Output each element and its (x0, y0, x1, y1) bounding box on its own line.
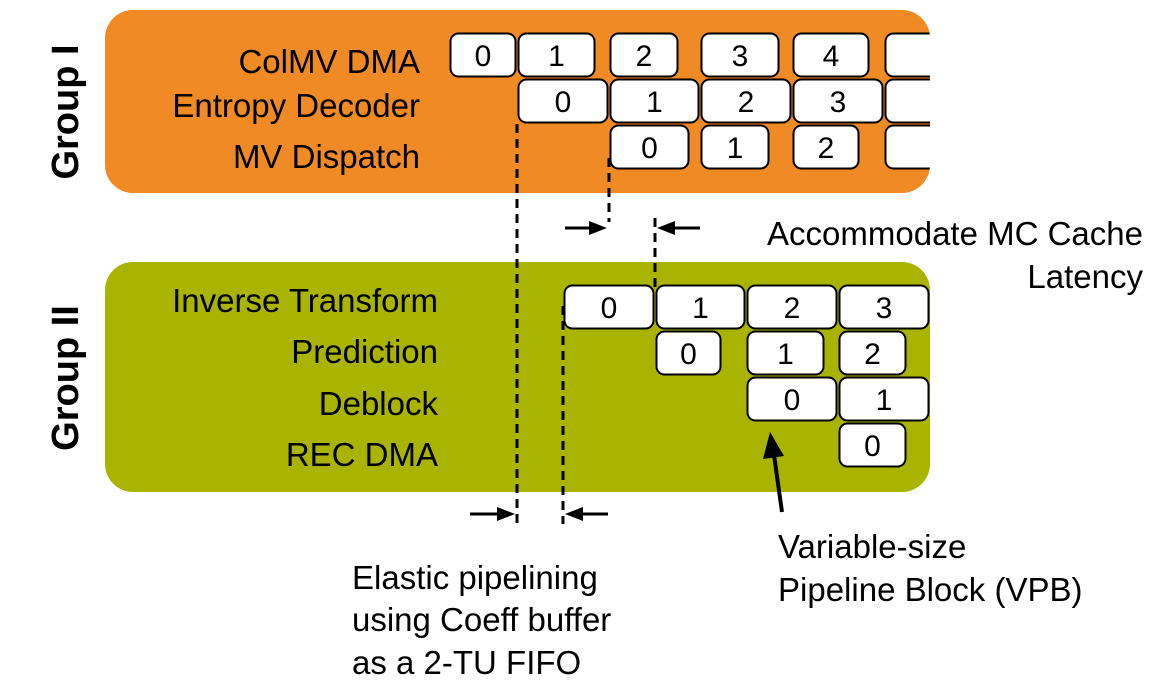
group1-stage2-block1-label: 1 (727, 132, 744, 165)
group2-stage0-block3-label: 3 (876, 292, 893, 325)
elastic-arrow-right-head (565, 507, 583, 521)
group1-blocks: 0 1 2 3 4 0 1 2 3 0 1 2 (449, 32, 930, 170)
group1-label: Group I (45, 44, 87, 179)
group1-stage0-block3 (700, 32, 780, 78)
group1-stage0-block0 (449, 32, 517, 78)
stage-label-deblock: Deblock (319, 385, 439, 422)
group2-stage2-block1-label: 1 (876, 384, 893, 417)
group2-stage0-block2-label: 2 (784, 292, 801, 325)
group2-stage3-block0-label: 0 (864, 430, 881, 463)
group2-stage2-block0 (746, 376, 838, 422)
group1-stage2-block3 (884, 124, 930, 170)
mc-cache-annotation-line1: Accommodate MC Cache (767, 215, 1143, 252)
group1-stage0-block0-label: 0 (475, 40, 492, 73)
elastic-arrow-left-head (497, 507, 515, 521)
group2-stage1-block2-label: 2 (864, 338, 881, 371)
group2-stage0-block0-label: 0 (601, 292, 618, 325)
stage-label-entropy-decoder: Entropy Decoder (172, 87, 420, 124)
group2-stage1-block0 (655, 330, 722, 376)
group1-stage2-block0 (609, 124, 690, 170)
group1-stage1-block3 (792, 78, 884, 124)
group1-stage1-block2-label: 2 (738, 86, 755, 119)
group2-stage3-block0 (838, 422, 907, 468)
stage-label-rec-dma: REC DMA (286, 436, 438, 473)
group2-stage1-block2 (838, 330, 907, 376)
group1-stage1-block4 (884, 78, 930, 124)
group1-stage1-block0 (517, 78, 609, 124)
elastic-annotation-line3: as a 2-TU FIFO (352, 644, 581, 681)
group2-stage0-block2 (746, 284, 838, 330)
group1-stage2-block2 (792, 124, 860, 170)
stage-label-inverse-transform: Inverse Transform (172, 282, 438, 319)
group1-stage1-block1 (609, 78, 700, 124)
group1-stage0-block1-label: 1 (548, 40, 565, 73)
mc-cache-annotation-line2: Latency (1027, 258, 1143, 295)
group1-stage0-block1 (517, 32, 596, 78)
group2-label: Group II (45, 305, 87, 451)
group2-stage2-block1 (838, 376, 930, 422)
group2-stage1-block1-label: 1 (777, 338, 794, 371)
group1-stage0-block3-label: 3 (732, 40, 749, 73)
group1-stage1-block0-label: 0 (555, 86, 572, 119)
group2-stage0-block1 (655, 284, 746, 330)
group2-stage1-block1 (746, 330, 825, 376)
group1-stage0-block4-label: 4 (823, 40, 840, 73)
vpb-annotation-line2: Pipeline Block (VPB) (778, 571, 1082, 608)
group1-stage0-block2 (609, 32, 679, 78)
vpb-arrow-shaft (772, 454, 784, 513)
group1-stage1-block1-label: 1 (646, 86, 663, 119)
stage-label-prediction: Prediction (291, 333, 438, 370)
group1-stage0-block5 (884, 32, 930, 78)
mc-arrow-right-head (657, 221, 675, 235)
group1-stage1-block3-label: 3 (830, 86, 847, 119)
group1-stage2-block0-label: 0 (641, 132, 658, 165)
group2-stage0-block3 (838, 284, 930, 330)
vpb-annotation-line1: Variable-size (778, 528, 966, 565)
group1-stage-labels: ColMV DMA Entropy Decoder MV Dispatch (172, 43, 420, 175)
stage-label-mv-dispatch: MV Dispatch (233, 138, 420, 175)
group2-blocks: 0 1 2 3 0 1 2 0 1 0 (563, 284, 930, 468)
vpb-arrow-head (763, 432, 784, 459)
group1-stage0-block4 (792, 32, 870, 78)
elastic-annotation-line2: using Coeff buffer (352, 601, 611, 638)
elastic-annotation-line1: Elastic pipelining (352, 559, 598, 596)
group2-stage2-block0-label: 0 (784, 384, 801, 417)
group2-stage-labels: Inverse Transform Prediction Deblock REC… (172, 282, 438, 473)
group1-stage1-block2 (700, 78, 792, 124)
group2-stage0-block1-label: 1 (692, 292, 709, 325)
mc-arrow-left-head (589, 221, 607, 235)
group2-stage1-block0-label: 0 (680, 338, 697, 371)
group1-stage2-block1 (700, 124, 770, 170)
stage-label-colmv-dma: ColMV DMA (238, 43, 420, 80)
group1-stage0-block2-label: 2 (636, 40, 653, 73)
group1-stage2-block2-label: 2 (818, 132, 835, 165)
